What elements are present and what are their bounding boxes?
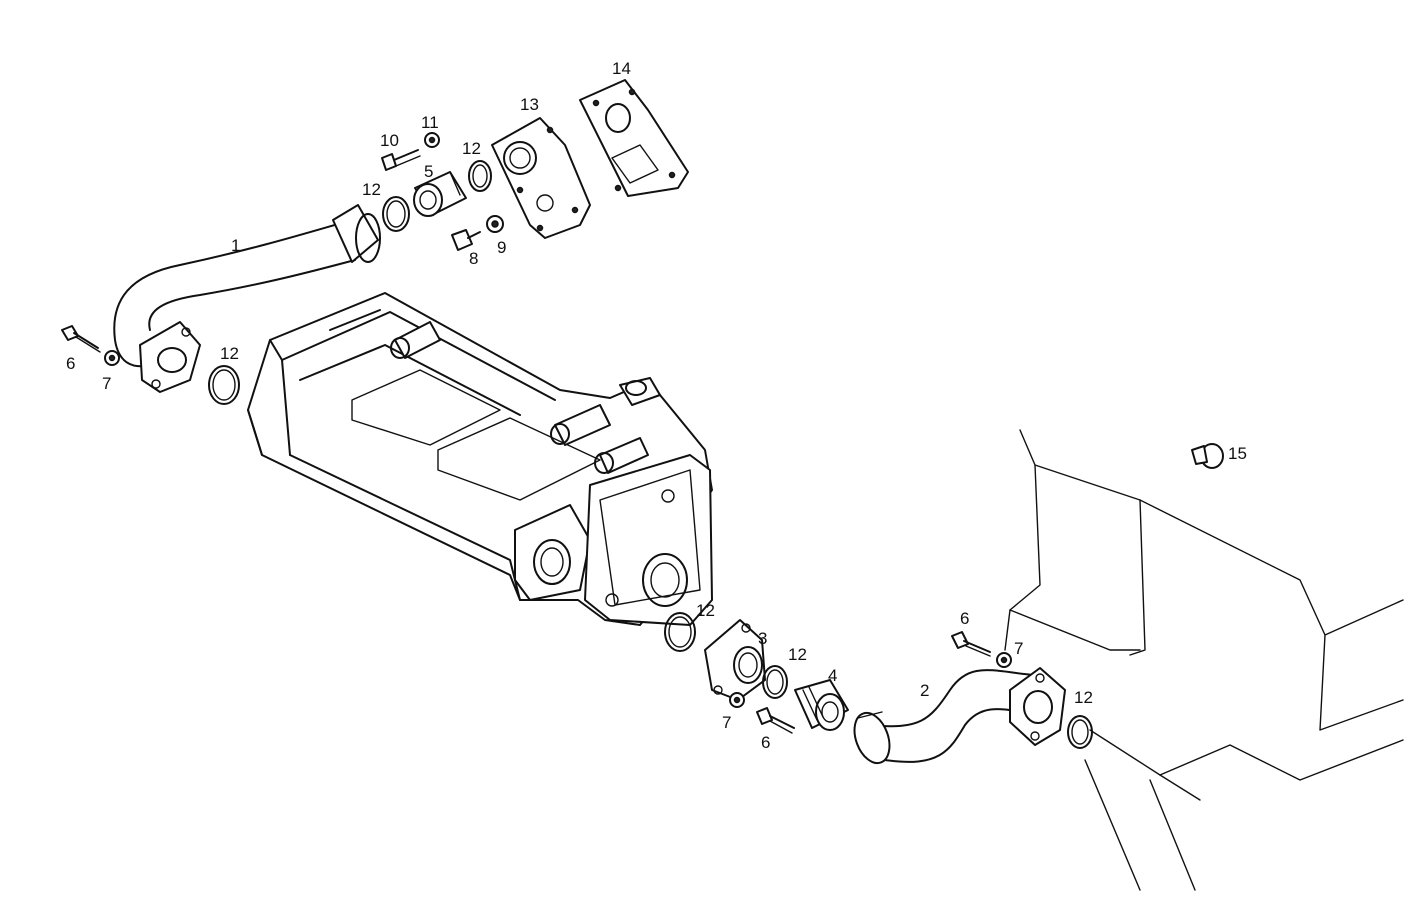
fasteners: [61, 132, 1224, 734]
egr-pipe-2: [853, 667, 1066, 765]
callout-1: 1: [231, 236, 240, 255]
connector-sleeve-5: [413, 171, 467, 217]
callout-11: 11: [421, 113, 439, 132]
callout-5: 5: [424, 162, 433, 181]
callout-9: 9: [497, 238, 506, 257]
callout-15: 15: [1228, 444, 1247, 463]
o-ring: [664, 612, 696, 652]
callout-12-e: 12: [788, 645, 807, 664]
callout-12-f: 12: [1074, 688, 1093, 707]
o-ring: [382, 196, 410, 232]
callout-7-mid: 7: [722, 713, 731, 732]
callout-4: 4: [828, 666, 837, 685]
gasket-plate: [579, 79, 689, 197]
egr-pipe-1: [113, 204, 381, 393]
engine-block-outline: [1004, 429, 1404, 891]
callout-12-b: 12: [462, 139, 481, 158]
callout-7-right: 7: [1014, 639, 1023, 658]
callout-2: 2: [920, 681, 929, 700]
egr-cooler: [247, 292, 713, 626]
callout-13: 13: [520, 95, 539, 114]
o-ring: [208, 365, 240, 405]
callout-12-d: 12: [696, 601, 715, 620]
callout-6-left: 6: [66, 354, 75, 373]
callout-6-mid: 6: [761, 733, 770, 752]
callout-labels: 1 2 3 4 5 6 6 6 7 7 7 8 9 10 11 12 12 12…: [66, 59, 1247, 752]
callout-8: 8: [469, 249, 478, 268]
callout-10: 10: [380, 131, 399, 150]
o-rings: [208, 160, 1093, 749]
callout-3: 3: [758, 629, 767, 648]
callout-6-right: 6: [960, 609, 969, 628]
valve-flange-plate: [491, 117, 591, 239]
callout-12-c: 12: [220, 344, 239, 363]
connector-sleeve-4: [794, 679, 849, 731]
callout-7-left: 7: [102, 374, 111, 393]
callout-14: 14: [612, 59, 631, 78]
o-ring: [762, 665, 788, 699]
callout-12-a: 12: [362, 180, 381, 199]
o-ring: [1067, 715, 1093, 749]
connector-flange-3: [704, 619, 766, 701]
o-ring: [468, 160, 492, 192]
